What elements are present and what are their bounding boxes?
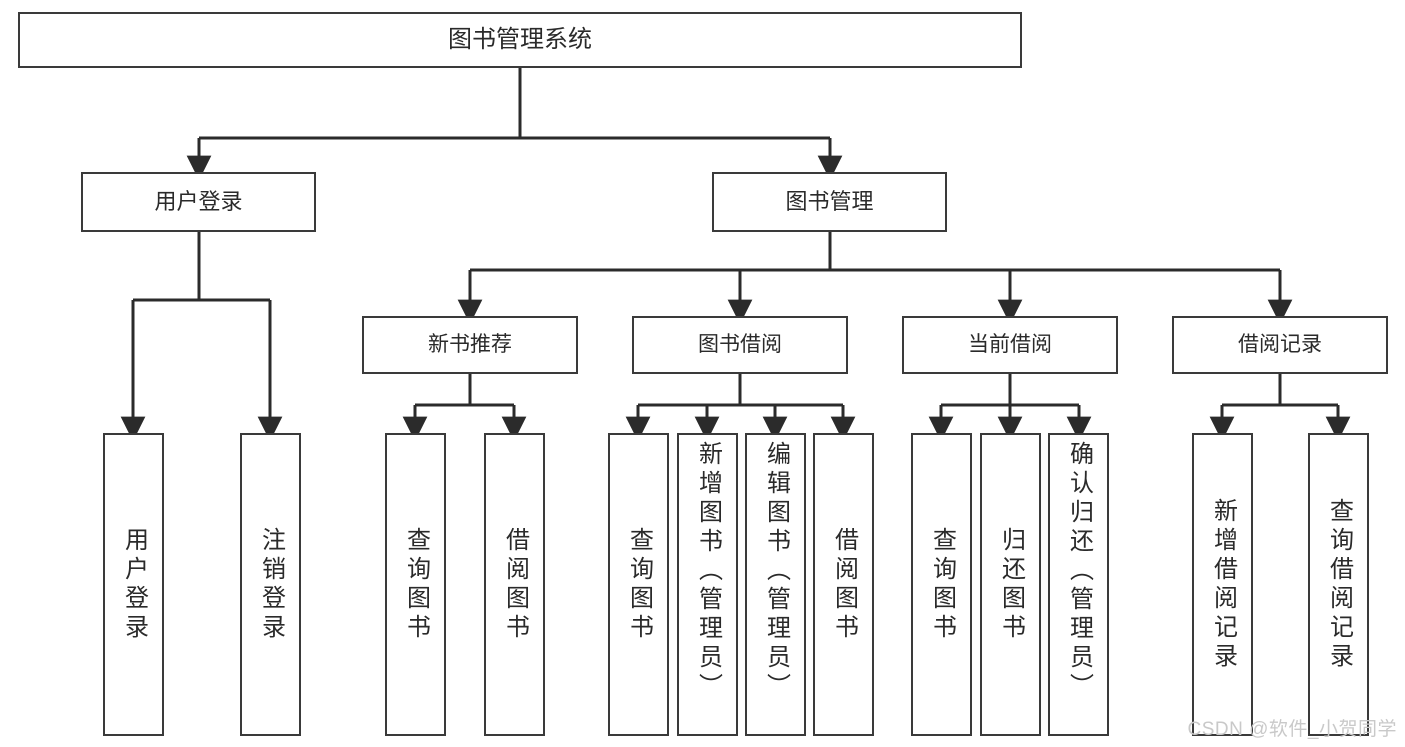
node-label: 查询借阅记录	[1325, 497, 1353, 672]
node-label: 编辑图书（管理员）	[762, 441, 790, 702]
node-book-borrowing[interactable]: 图书借阅	[632, 316, 848, 374]
node-label: 图书管理系统	[448, 25, 592, 53]
leaf-book-borrow-add-book-admin[interactable]: 新增图书（管理员）	[677, 433, 738, 736]
leaf-current-borrow-return-books[interactable]: 归还图书	[980, 433, 1041, 736]
node-label: 归还图书	[997, 526, 1025, 643]
leaf-current-borrow-confirm-return-admin[interactable]: 确认归还（管理员）	[1048, 433, 1109, 736]
node-label: 新增借阅记录	[1209, 497, 1237, 672]
leaf-user-login-sign-in[interactable]: 用户登录	[103, 433, 164, 736]
node-label: 用户登录	[154, 189, 243, 215]
node-root-book-management-system[interactable]: 图书管理系统	[18, 12, 1022, 68]
node-label: 借阅图书	[501, 526, 529, 643]
node-label: 查询图书	[402, 526, 430, 643]
leaf-book-borrow-edit-book-admin[interactable]: 编辑图书（管理员）	[745, 433, 806, 736]
leaf-user-login-sign-out[interactable]: 注销登录	[240, 433, 301, 736]
node-label: 图书管理	[785, 189, 874, 215]
leaf-new-book-borrow-books[interactable]: 借阅图书	[484, 433, 545, 736]
node-user-login[interactable]: 用户登录	[81, 172, 316, 232]
leaf-book-borrow-query-books[interactable]: 查询图书	[608, 433, 669, 736]
node-label: 注销登录	[257, 526, 285, 643]
leaf-current-borrow-query-books[interactable]: 查询图书	[911, 433, 972, 736]
node-book-management[interactable]: 图书管理	[712, 172, 947, 232]
node-label: 借阅记录	[1238, 332, 1322, 356]
node-label: 新书推荐	[428, 332, 512, 356]
leaf-borrow-record-query-record[interactable]: 查询借阅记录	[1308, 433, 1369, 736]
csdn-watermark: CSDN @软件_小贺同学	[1187, 719, 1397, 740]
node-current-borrowing[interactable]: 当前借阅	[902, 316, 1118, 374]
node-new-book-recommendation[interactable]: 新书推荐	[362, 316, 578, 374]
leaf-book-borrow-borrow-books[interactable]: 借阅图书	[813, 433, 874, 736]
leaf-new-book-query-books[interactable]: 查询图书	[385, 433, 446, 736]
node-label: 查询图书	[625, 526, 653, 643]
node-label: 当前借阅	[968, 332, 1052, 356]
leaf-borrow-record-add-record[interactable]: 新增借阅记录	[1192, 433, 1253, 736]
node-label: 图书借阅	[698, 332, 782, 356]
node-label: 借阅图书	[830, 526, 858, 643]
node-label: 新增图书（管理员）	[694, 441, 722, 702]
node-label: 用户登录	[120, 526, 148, 643]
node-label: 确认归还（管理员）	[1065, 441, 1093, 702]
node-borrowing-record[interactable]: 借阅记录	[1172, 316, 1388, 374]
node-label: 查询图书	[928, 526, 956, 643]
